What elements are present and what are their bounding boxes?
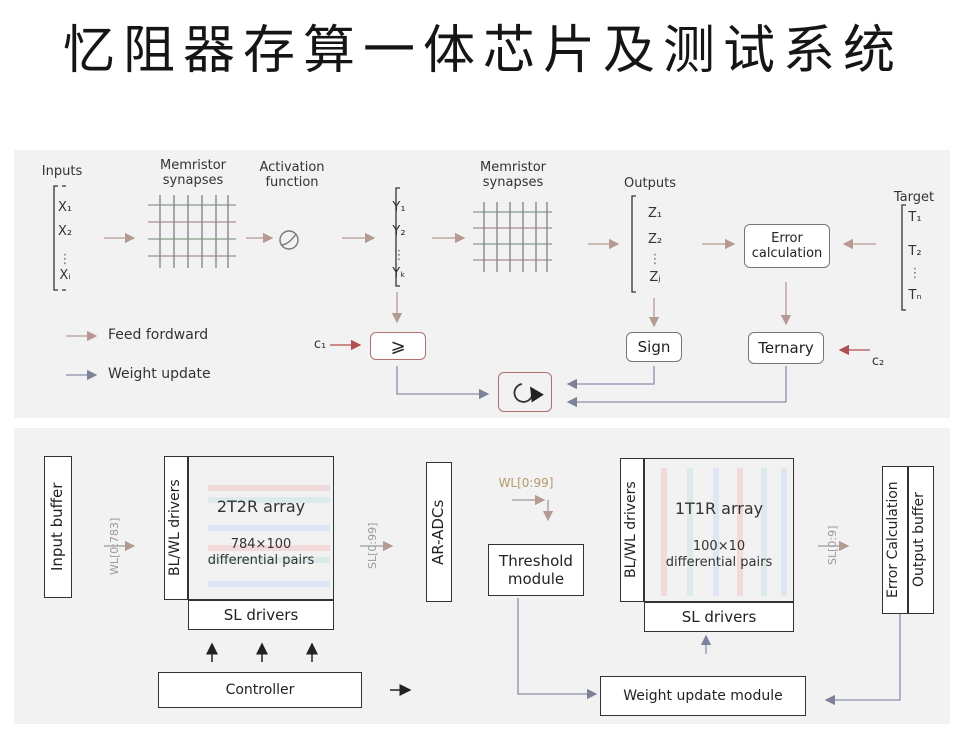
sl-drivers-1: SL drivers xyxy=(188,600,334,630)
input-buffer-box: Input buffer xyxy=(44,456,72,598)
target-tn: Tₙ xyxy=(908,288,922,303)
output-buffer-box: Output buffer xyxy=(908,466,934,614)
error-calculation-module-label: Error Calculation xyxy=(885,481,901,599)
target-dots: ⋮ xyxy=(908,266,922,281)
error-calculation-module: Error Calculation xyxy=(882,466,908,614)
array1-size: 784×100 xyxy=(230,537,292,552)
output-yk: Yₖ xyxy=(392,266,406,281)
output-y2: Y₂ xyxy=(392,224,406,239)
outputs-label: Outputs xyxy=(624,176,676,191)
controller-arrows xyxy=(206,642,412,696)
blwl-drivers-2-label: BL/WL drivers xyxy=(623,481,639,579)
input-buffer-label: Input buffer xyxy=(48,482,66,572)
wl-mid-label: WL[0:99] xyxy=(498,476,554,490)
controller-box: Controller xyxy=(158,672,362,708)
input-dots: ⋮ xyxy=(58,252,72,267)
comparator-box: ⩾ xyxy=(370,332,426,360)
input-xi: Xᵢ xyxy=(59,268,71,283)
outputs-dots: ⋮ xyxy=(648,252,662,267)
array2-sub: differential pairs xyxy=(665,555,773,570)
output-y1: Y₁ xyxy=(392,200,406,215)
page-title: 忆阻器存算一体芯片及测试系统 xyxy=(62,21,903,81)
target-label: Target xyxy=(893,190,935,205)
target-t2: T₂ xyxy=(908,244,922,259)
weight-update-module: Weight update module xyxy=(600,676,806,716)
array2-stripes xyxy=(661,468,787,596)
synapses2-label: Memristor synapses xyxy=(479,160,546,190)
network-panel xyxy=(14,150,950,418)
legend-weight-update: Weight update xyxy=(108,366,211,382)
array-1t1r: 1T1R array 100×10 differential pairs xyxy=(644,458,794,602)
update-loop-icon xyxy=(513,383,544,403)
c1-label: c₁ xyxy=(313,337,327,352)
sl-bus-label: SL[0:99] xyxy=(366,522,379,570)
input-x2: X₂ xyxy=(57,224,73,239)
output-zj: Zⱼ xyxy=(649,270,661,285)
output-z1: Z₁ xyxy=(647,206,663,221)
weight-update-arrows xyxy=(396,366,787,408)
inputs-label: Inputs xyxy=(41,164,83,179)
outputs-bracket xyxy=(395,187,906,311)
weight-update-feedback xyxy=(517,598,901,706)
ternary-box: Ternary xyxy=(748,332,824,364)
activation-label: Activation function xyxy=(259,160,325,190)
ar-adcs-box: AR-ADCs xyxy=(426,462,452,602)
input-x1: X₁ xyxy=(57,200,73,215)
c2-label: c₂ xyxy=(871,354,885,369)
sign-box: Sign xyxy=(626,332,682,362)
memristor-crossbar-2 xyxy=(473,202,552,272)
blwl-drivers-2: BL/WL drivers xyxy=(620,458,644,602)
array2-title: 1T1R array xyxy=(674,499,764,518)
activation-function-icon xyxy=(279,230,299,250)
array1-stripes xyxy=(208,485,330,587)
sl-drivers-2: SL drivers xyxy=(644,602,794,632)
sl-out-label: SL[0:9] xyxy=(826,525,839,565)
blwl-drivers-1-label: BL/WL drivers xyxy=(167,479,183,577)
blwl-drivers-1: BL/WL drivers xyxy=(164,456,188,600)
bus-arrows xyxy=(104,494,850,654)
ar-adcs-label: AR-ADCs xyxy=(429,499,447,565)
inputs-bracket xyxy=(53,185,66,291)
array1-title: 2T2R array xyxy=(216,497,306,516)
array-2t2r: 2T2R array 784×100 differential pairs xyxy=(188,456,334,600)
error-calculation-box: Error calculation xyxy=(744,224,830,268)
target-t1: T₁ xyxy=(908,210,922,225)
wl-in-label: WL[0:783] xyxy=(108,517,121,575)
output-z2: Z₂ xyxy=(647,232,663,247)
memristor-crossbar-1 xyxy=(148,195,236,268)
synapses1-label: Memristor synapses xyxy=(159,158,226,188)
hidden-dots: ⋮ xyxy=(392,248,406,263)
update-loop-box xyxy=(498,372,552,412)
legend-feed-forward: Feed fordward xyxy=(108,327,209,343)
threshold-module: Threshold module xyxy=(488,544,584,596)
feed-forward-arrows xyxy=(104,232,876,356)
output-buffer-label: Output buffer xyxy=(911,492,927,588)
array2-size: 100×10 xyxy=(692,539,746,554)
array1-sub: differential pairs xyxy=(207,553,315,568)
